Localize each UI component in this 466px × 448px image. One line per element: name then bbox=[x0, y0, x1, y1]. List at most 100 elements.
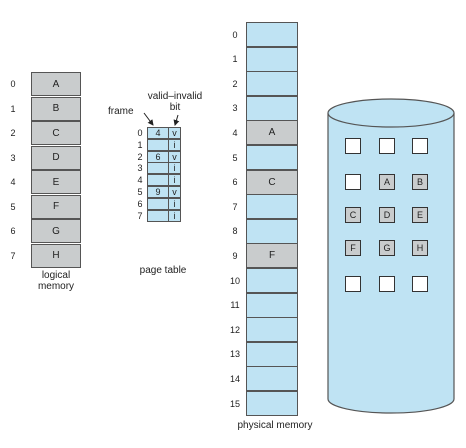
backing-store-page: H bbox=[412, 240, 428, 256]
physical-frame-index: 4 bbox=[232, 127, 238, 138]
backing-store-page: A bbox=[379, 174, 395, 190]
page-table-index: 4 bbox=[137, 175, 143, 186]
logical-page-cell: B bbox=[31, 96, 81, 121]
logical-page-index: 0 bbox=[10, 79, 16, 89]
logical-memory-label-line2: memory bbox=[37, 281, 75, 292]
physical-frame-cell bbox=[246, 317, 298, 343]
backing-store-page bbox=[345, 276, 361, 292]
page-table-index: 6 bbox=[137, 198, 143, 209]
disk-body bbox=[327, 113, 455, 414]
logical-page-cell: F bbox=[31, 194, 81, 219]
page-table-frame-cell bbox=[147, 174, 169, 187]
physical-frame-index: 8 bbox=[232, 226, 238, 237]
physical-frame-cell bbox=[246, 194, 298, 220]
physical-frame-index: 11 bbox=[230, 300, 240, 311]
logical-page-cell: E bbox=[31, 170, 81, 194]
backing-store-page: D bbox=[379, 207, 395, 223]
valid-invalid-bit-label: valid–invalid bit bbox=[140, 91, 210, 113]
physical-frame-cell: C bbox=[246, 169, 298, 195]
physical-frame-cell: F bbox=[246, 243, 298, 269]
physical-frame-cell bbox=[246, 292, 298, 318]
backing-store-page bbox=[345, 138, 361, 154]
page-table-index: 1 bbox=[137, 139, 143, 150]
logical-page-index: 6 bbox=[10, 226, 16, 236]
physical-frame-index: 3 bbox=[232, 103, 238, 114]
frame-column-label: frame bbox=[108, 106, 134, 117]
physical-frame-cell bbox=[246, 218, 298, 244]
page-table-index: 7 bbox=[137, 210, 143, 221]
disk-top bbox=[327, 98, 455, 128]
page-table-label: page table bbox=[139, 265, 187, 276]
page-table-frame-cell bbox=[147, 209, 169, 222]
physical-frame-cell bbox=[246, 268, 298, 293]
page-table-index: 0 bbox=[137, 128, 143, 138]
physical-frame-index: 1 bbox=[232, 54, 238, 65]
physical-frame-index: 7 bbox=[232, 201, 238, 212]
backing-store-page bbox=[412, 276, 428, 292]
physical-frame-cell bbox=[246, 95, 298, 121]
backing-store-page bbox=[345, 174, 361, 190]
backing-store-page bbox=[379, 138, 395, 154]
physical-frame-index: 14 bbox=[229, 373, 240, 384]
physical-frame-cell bbox=[246, 391, 298, 416]
physical-frame-index: 2 bbox=[232, 78, 238, 89]
backing-store-page: F bbox=[345, 240, 361, 256]
physical-frame-index: 0 bbox=[232, 29, 238, 40]
page-table-valid-bit-cell: i bbox=[169, 174, 181, 187]
frame-arrow bbox=[143, 112, 154, 126]
logical-page-index: 7 bbox=[10, 250, 16, 261]
physical-frame-cell bbox=[246, 71, 298, 97]
physical-frame-index: 6 bbox=[232, 177, 238, 188]
page-table-frame-cell bbox=[147, 197, 169, 210]
logical-memory-label-line1: logical bbox=[41, 270, 71, 281]
physical-frame-cell bbox=[246, 145, 298, 170]
page-table-valid-bit-cell: v bbox=[169, 186, 181, 198]
backing-store-page bbox=[412, 138, 428, 154]
page-table-valid-bit-cell: i bbox=[169, 197, 181, 210]
logical-page-cell: C bbox=[31, 121, 81, 145]
physical-frame-cell: A bbox=[246, 120, 298, 146]
page-table-frame-cell: 9 bbox=[147, 186, 169, 198]
page-table-frame-cell bbox=[147, 138, 169, 151]
logical-page-index: 5 bbox=[10, 201, 16, 212]
backing-store-page: G bbox=[379, 240, 395, 256]
page-table-valid-bit-cell: i bbox=[169, 138, 181, 151]
physical-frame-index: 5 bbox=[232, 152, 238, 163]
physical-memory-label: physical memory bbox=[237, 420, 313, 431]
logical-page-index: 3 bbox=[10, 152, 16, 163]
physical-frame-cell bbox=[246, 366, 298, 392]
backing-store-page: E bbox=[412, 207, 428, 223]
page-table-index: 2 bbox=[137, 151, 143, 162]
page-table-index: 5 bbox=[137, 187, 143, 197]
page-table-valid-bit-cell: i bbox=[169, 209, 181, 222]
physical-frame-index: 13 bbox=[229, 349, 240, 360]
valid-invalid-label-line1: valid–invalid bbox=[147, 91, 203, 102]
logical-page-index: 4 bbox=[10, 177, 16, 187]
page-table-valid-bit-cell: v bbox=[169, 127, 181, 139]
page-table-index: 3 bbox=[137, 163, 143, 174]
page-table-valid-bit-cell: v bbox=[169, 150, 181, 163]
physical-frame-index: 10 bbox=[229, 275, 240, 286]
logical-memory-label: logical memory bbox=[22, 270, 90, 292]
backing-store-page: C bbox=[345, 207, 361, 223]
logical-page-index: 2 bbox=[10, 128, 16, 138]
physical-frame-cell bbox=[246, 341, 298, 367]
logical-page-cell: G bbox=[31, 219, 81, 243]
logical-page-cell: H bbox=[31, 243, 81, 268]
physical-frame-index: 12 bbox=[229, 324, 240, 335]
backing-store-page bbox=[379, 276, 395, 292]
page-table-frame-cell: 4 bbox=[147, 127, 169, 139]
logical-page-index: 1 bbox=[10, 103, 16, 114]
physical-frame-cell bbox=[246, 22, 298, 47]
physical-frame-cell bbox=[246, 46, 298, 72]
physical-frame-index: 15 bbox=[229, 398, 240, 409]
page-table-frame-cell: 6 bbox=[147, 150, 169, 163]
page-table-valid-bit-cell: i bbox=[169, 162, 181, 175]
logical-page-cell: D bbox=[31, 145, 81, 170]
page-table-frame-cell bbox=[147, 162, 169, 175]
backing-store-page: B bbox=[412, 174, 428, 190]
valid-invalid-label-line2: bit bbox=[169, 102, 181, 113]
logical-page-cell: A bbox=[31, 72, 81, 96]
